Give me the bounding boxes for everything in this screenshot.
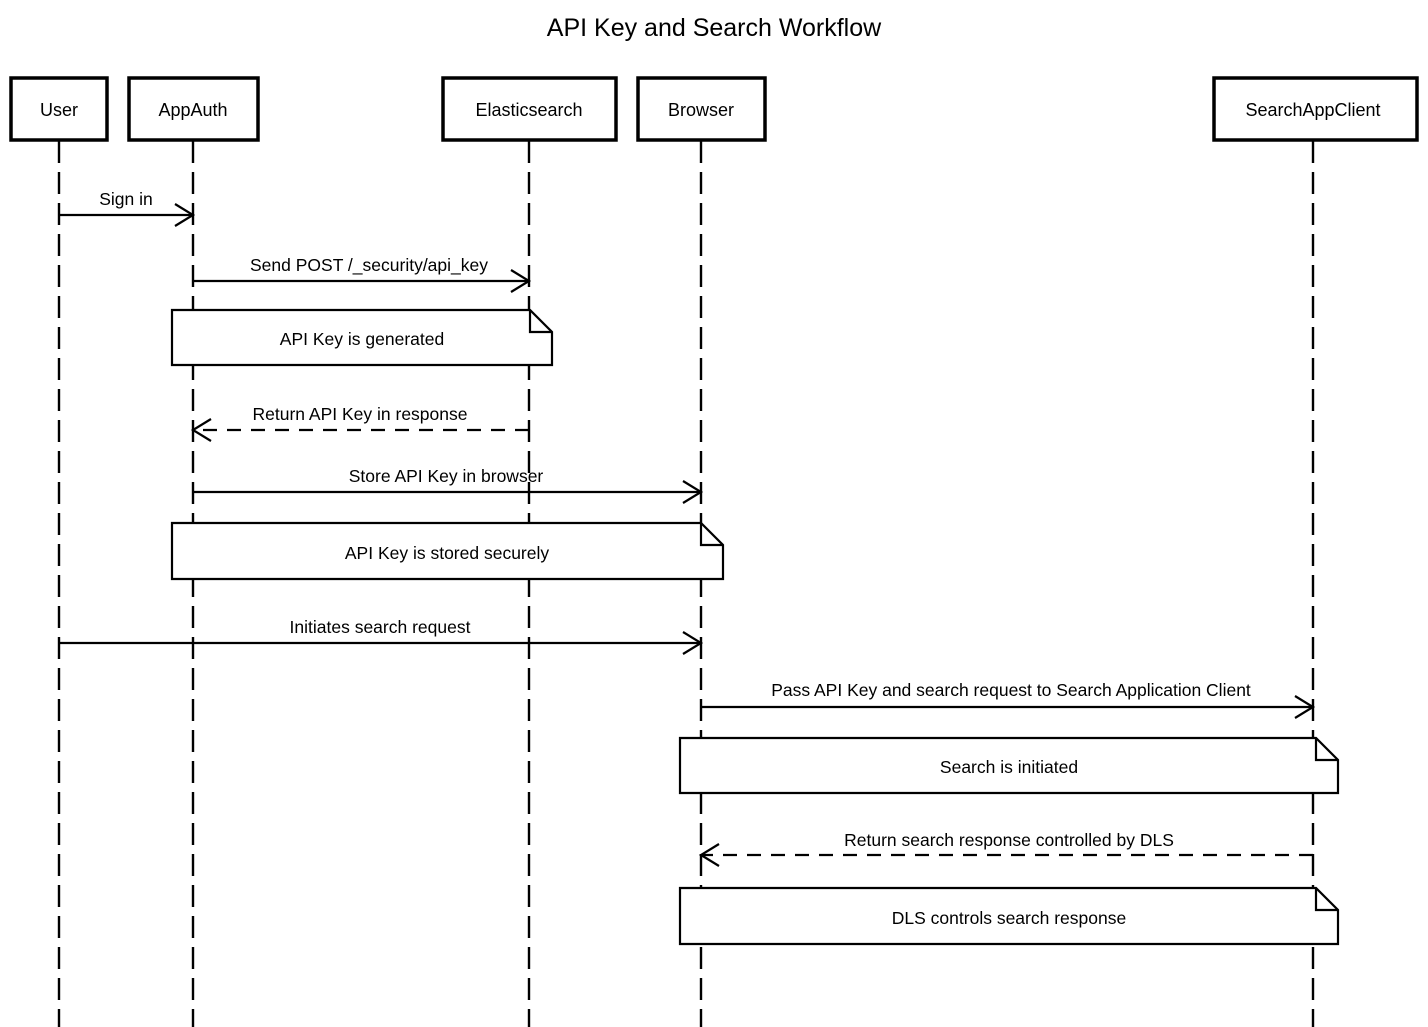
note-note-search-initiated: Search is initiated — [678, 736, 1340, 795]
message-msg-return-api-key[interactable]: Return API Key in response — [190, 404, 529, 442]
note-body-note-dls-controls — [678, 886, 1340, 946]
message-msg-initiates-search[interactable]: Initiates search request — [59, 617, 704, 655]
note-fold-corner-note-api-key-generated — [528, 310, 552, 334]
message-msg-send-post-api-key[interactable]: Send POST /_security/api_key — [193, 255, 532, 293]
participant-box-elasticsearch[interactable] — [441, 76, 618, 142]
message-msg-store-api-key[interactable]: Store API Key in browser — [193, 466, 704, 504]
message-arrowhead-msg-sign-in — [174, 203, 196, 227]
note-body-note-api-key-generated — [170, 308, 554, 367]
note-note-dls-controls: DLS controls search response — [678, 886, 1340, 946]
message-msg-return-search-response[interactable]: Return search response controlled by DLS — [698, 830, 1313, 867]
participant-label-appauth: AppAuth — [158, 100, 227, 120]
note-label-note-api-key-stored: API Key is stored securely — [345, 543, 549, 563]
note-fold-corner-note-api-key-stored — [699, 523, 723, 547]
participant-label-user: User — [40, 100, 78, 120]
participant-browser[interactable]: Browser — [636, 76, 767, 142]
note-fold-corner-note-dls-controls — [1314, 888, 1338, 912]
note-label-note-dls-controls: DLS controls search response — [892, 908, 1126, 928]
participant-box-appauth[interactable] — [127, 76, 260, 142]
message-label-msg-return-search-response: Return search response controlled by DLS — [844, 830, 1174, 850]
participant-user[interactable]: User — [9, 76, 109, 142]
participant-searchappclient[interactable]: SearchAppClient — [1212, 76, 1419, 142]
note-body-note-search-initiated — [678, 736, 1340, 795]
message-label-msg-pass-api-key: Pass API Key and search request to Searc… — [771, 680, 1251, 700]
message-label-msg-send-post-api-key: Send POST /_security/api_key — [250, 255, 488, 276]
note-body-note-api-key-stored — [170, 521, 725, 581]
message-arrowhead-msg-pass-api-key — [1294, 695, 1316, 719]
note-fold-corner-note-search-initiated — [1314, 738, 1338, 762]
message-label-msg-initiates-search: Initiates search request — [290, 617, 471, 637]
messages-group: Sign in Send POST /_security/api_keyRetur… — [59, 189, 1316, 867]
participant-box-browser[interactable] — [636, 76, 767, 142]
note-note-api-key-generated: API Key is generated — [170, 308, 554, 367]
page-title: API Key and Search Workflow — [547, 14, 882, 42]
participants-group: User AppAuth Elasticsearch Browser SearchApp… — [9, 76, 1419, 142]
message-label-msg-sign-in: Sign in — [99, 189, 153, 209]
note-label-note-search-initiated: Search is initiated — [940, 757, 1078, 777]
participant-elasticsearch[interactable]: Elasticsearch — [441, 76, 618, 142]
participant-label-browser: Browser — [668, 100, 734, 120]
message-label-msg-store-api-key: Store API Key in browser — [349, 466, 544, 486]
message-arrowhead-msg-store-api-key — [682, 480, 704, 504]
message-arrowhead-msg-return-search-response — [698, 843, 720, 867]
message-msg-sign-in[interactable]: Sign in — [59, 189, 196, 227]
lifelines-group — [57, 141, 1315, 1027]
participant-box-searchappclient[interactable] — [1212, 76, 1419, 142]
message-arrowhead-msg-send-post-api-key — [510, 269, 532, 293]
message-label-msg-return-api-key: Return API Key in response — [253, 404, 468, 424]
message-msg-pass-api-key[interactable]: Pass API Key and search request to Searc… — [701, 680, 1316, 719]
participant-label-searchappclient: SearchAppClient — [1245, 100, 1380, 120]
message-arrowhead-msg-return-api-key — [190, 418, 212, 442]
message-arrowhead-msg-initiates-search — [682, 631, 704, 655]
participant-label-elasticsearch: Elasticsearch — [475, 100, 582, 120]
participant-box-user[interactable] — [9, 76, 109, 142]
note-note-api-key-stored: API Key is stored securely — [170, 521, 725, 581]
note-label-note-api-key-generated: API Key is generated — [280, 329, 444, 349]
participant-appauth[interactable]: AppAuth — [127, 76, 260, 142]
